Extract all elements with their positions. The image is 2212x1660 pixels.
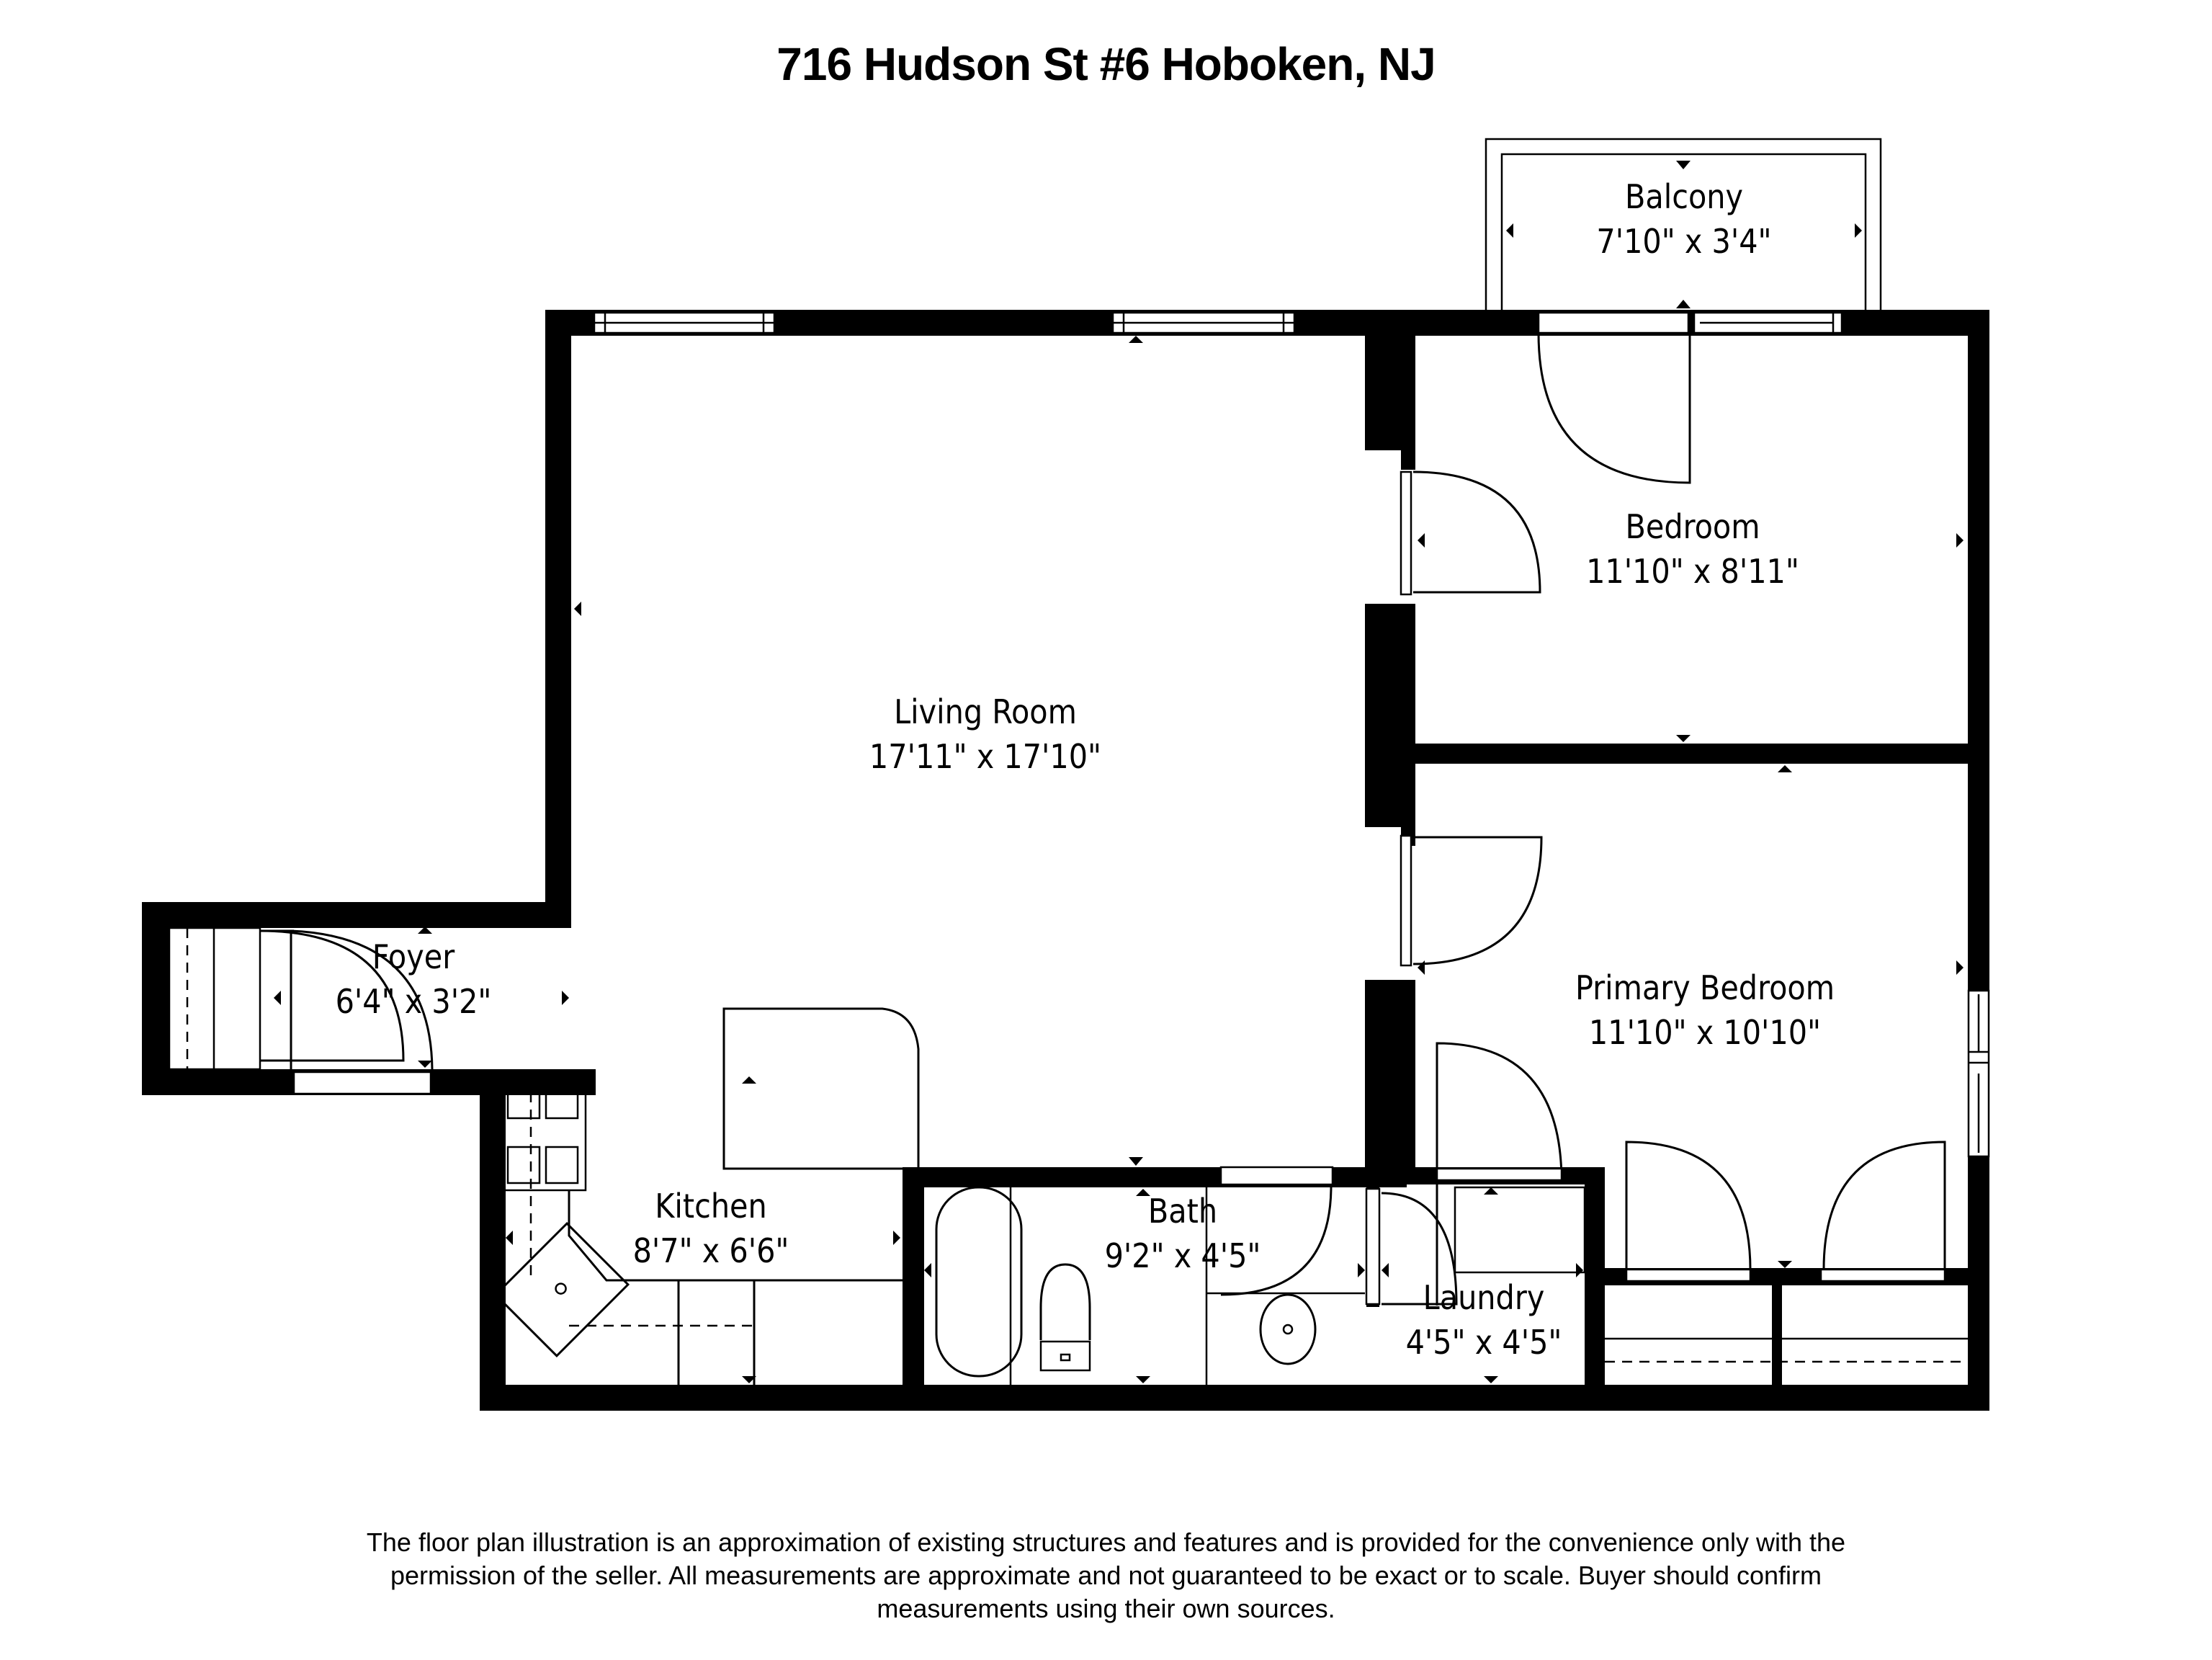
stove-icon — [499, 1074, 587, 1282]
room-label-laundry: Laundry 4'5" x 4'5" — [1406, 1275, 1562, 1365]
disclaimer-line-3: measurements using their own sources. — [877, 1594, 1335, 1623]
room-label-balcony: Balcony 7'10" x 3'4" — [1596, 174, 1771, 264]
room-name: Bedroom — [1625, 507, 1760, 546]
bath-sink-icon — [1259, 1293, 1317, 1365]
room-label-bath: Bath 9'2" x 4'5" — [1105, 1189, 1261, 1278]
room-dimensions: 11'10" x 8'11" — [1586, 552, 1799, 591]
fixtures — [493, 1007, 1968, 1385]
disclaimer: The floor plan illustration is an approx… — [288, 1526, 1924, 1625]
room-label-primary-bedroom: Primary Bedroom 11'10" x 10'10" — [1575, 965, 1835, 1055]
toilet-icon — [1039, 1263, 1091, 1340]
doors — [259, 332, 1946, 1306]
dimension-markers — [274, 161, 1964, 1383]
room-label-bedroom: Bedroom 11'10" x 8'11" — [1586, 504, 1799, 594]
kitchen-sink-icon — [493, 1221, 630, 1358]
room-label-kitchen: Kitchen 8'7" x 6'6" — [633, 1184, 789, 1273]
room-dimensions: 7'10" x 3'4" — [1596, 222, 1772, 261]
room-dimensions: 4'5" x 4'5" — [1405, 1323, 1562, 1362]
page-title: 716 Hudson St #6 Hoboken, NJ — [776, 38, 1436, 90]
disclaimer-line-2: permission of the seller. All measuremen… — [390, 1561, 1822, 1590]
room-name: Primary Bedroom — [1575, 968, 1835, 1007]
room-dimensions: 9'2" x 4'5" — [1104, 1236, 1261, 1275]
room-label-living-room: Living Room 17'11" x 17'10" — [869, 690, 1101, 779]
room-dimensions: 17'11" x 17'10" — [869, 737, 1102, 776]
room-name: Foyer — [372, 937, 455, 976]
room-name: Bath — [1147, 1192, 1218, 1231]
room-name: Living Room — [894, 692, 1077, 731]
bathtub-icon — [935, 1186, 1023, 1378]
windows — [168, 311, 1990, 1158]
walls — [142, 310, 1989, 1411]
room-name: Laundry — [1423, 1278, 1545, 1317]
washer-icon — [1454, 1186, 1586, 1274]
balcony-outline — [1485, 138, 1882, 311]
room-dimensions: 11'10" x 10'10" — [1588, 1013, 1822, 1052]
room-name: Kitchen — [655, 1187, 767, 1226]
room-dimensions: 8'7" x 6'6" — [632, 1231, 789, 1270]
room-label-foyer: Foyer 6'4" x 3'2" — [336, 934, 492, 1024]
room-name: Balcony — [1624, 177, 1744, 216]
disclaimer-line-1: The floor plan illustration is an approx… — [366, 1527, 1846, 1557]
kitchen-peninsula — [722, 1007, 920, 1170]
room-dimensions: 6'4" x 3'2" — [335, 982, 492, 1021]
